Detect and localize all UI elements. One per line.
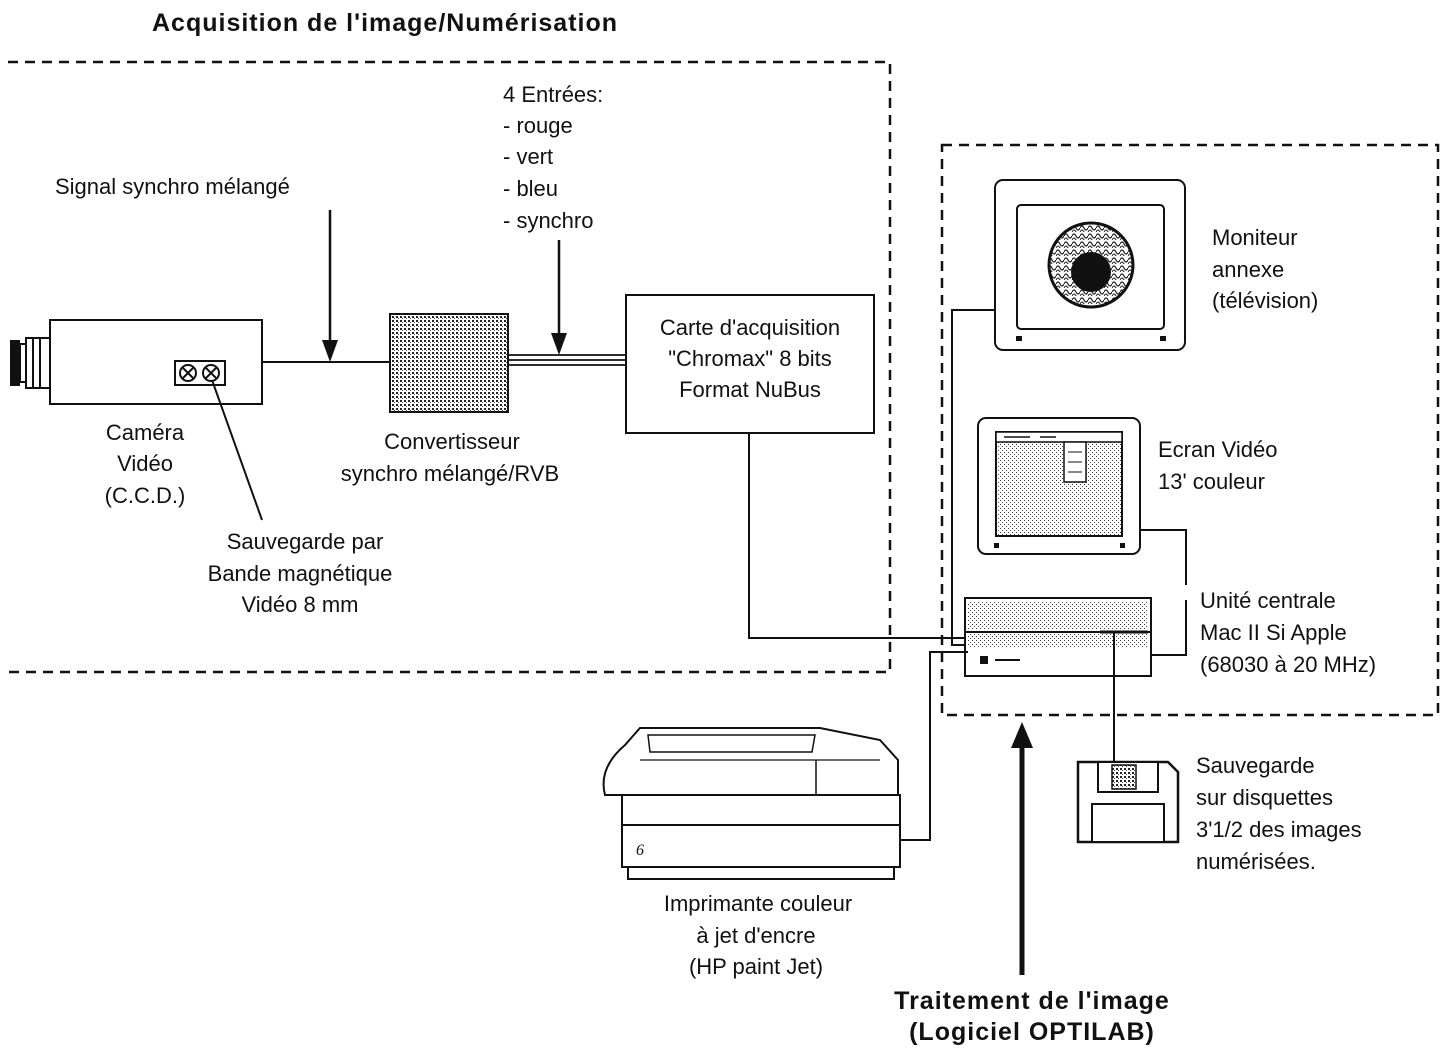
svg-text:Traitement de l'image: Traitement de l'image [894, 987, 1170, 1015]
tape-backup-label: Sauvegarde par Bande magnétique Vidéo 8 … [208, 529, 393, 617]
central-unit [964, 597, 1152, 677]
monitor-cpu-wire [951, 309, 995, 646]
svg-text:sur disquettes: sur disquettes [1196, 785, 1333, 810]
svg-text:- bleu: - bleu [503, 176, 558, 201]
svg-text:Moniteur: Moniteur [1212, 225, 1298, 250]
processing-title: Traitement de l'image (Logiciel OPTILAB) [894, 987, 1170, 1046]
color-printer: 6 [602, 727, 901, 880]
svg-text:4 Entrées:: 4 Entrées: [503, 82, 603, 107]
printer-cpu-wire [900, 651, 968, 841]
svg-text:à jet d'encre: à jet d'encre [696, 923, 815, 948]
svg-text:(C.C.D.): (C.C.D.) [105, 483, 186, 508]
screen-side-wire [1140, 529, 1187, 585]
svg-text:- rouge: - rouge [503, 113, 573, 138]
svg-text:numérisées.: numérisées. [1196, 849, 1316, 874]
svg-text:synchro mélangé/RVB: synchro mélangé/RVB [341, 461, 560, 486]
floppy-disk [1076, 760, 1180, 844]
converter-label: Convertisseur synchro mélangé/RVB [341, 429, 560, 486]
svg-text:Unité centrale: Unité centrale [1200, 588, 1336, 613]
video-camera [10, 319, 263, 405]
acquisition-title: Acquisition de l'image/Numérisation [152, 9, 618, 37]
floppy-label: Sauvegarde sur disquettes 3'1/2 des imag… [1196, 753, 1362, 874]
signal-label: Signal synchro mélangé [55, 174, 290, 199]
video-screen-label: Ecran Vidéo 13' couleur [1158, 437, 1277, 494]
svg-text:Imprimante couleur: Imprimante couleur [664, 891, 852, 916]
svg-text:"Chromax" 8 bits: "Chromax" 8 bits [668, 346, 832, 371]
processing-frame [940, 143, 1440, 717]
svg-text:Sauvegarde par: Sauvegarde par [227, 529, 384, 554]
tape-pointer-line [211, 379, 263, 521]
signal-arrow [322, 210, 338, 362]
auxiliary-monitor [994, 179, 1186, 351]
svg-text:Ecran Vidéo: Ecran Vidéo [1158, 437, 1277, 462]
svg-text:Format NuBus: Format NuBus [679, 377, 821, 402]
central-unit-label: Unité centrale Mac II Si Apple (68030 à … [1200, 588, 1376, 677]
svg-text:Carte d'acquisition: Carte d'acquisition [660, 315, 840, 340]
svg-text:6: 6 [636, 842, 644, 859]
acquisition-card-label: Carte d'acquisition "Chromax" 8 bits For… [660, 315, 840, 402]
svg-text:Mac II Si Apple: Mac II Si Apple [1200, 620, 1347, 645]
card-cpu-wire [748, 433, 968, 639]
monitor-label: Moniteur annexe (télévision) [1212, 225, 1318, 313]
video-screen [977, 417, 1141, 555]
acquisition-card-box [625, 294, 875, 434]
svg-text:- vert: - vert [503, 144, 553, 169]
rgb-cable-bundle [508, 354, 626, 366]
svg-text:Vidéo 8 mm: Vidéo 8 mm [242, 592, 359, 617]
svg-text:Convertisseur: Convertisseur [384, 429, 520, 454]
svg-text:- synchro: - synchro [503, 208, 593, 233]
svg-text:(68030 à 20 MHz): (68030 à 20 MHz) [1200, 652, 1376, 677]
svg-text:annexe: annexe [1212, 257, 1284, 282]
svg-text:(télévision): (télévision) [1212, 288, 1318, 313]
inputs-arrow [551, 240, 567, 355]
svg-text:(Logiciel OPTILAB): (Logiciel OPTILAB) [909, 1018, 1155, 1046]
processing-arrow [1011, 722, 1033, 975]
svg-text:Caméra: Caméra [106, 420, 185, 445]
svg-text:Sauvegarde: Sauvegarde [1196, 753, 1315, 778]
svg-text:3'1/2 des images: 3'1/2 des images [1196, 817, 1362, 842]
svg-text:Bande magnétique: Bande magnétique [208, 561, 393, 586]
cpu-screen-wire [1151, 600, 1187, 656]
inputs-label: 4 Entrées: - rouge - vert - bleu - synch… [503, 82, 603, 233]
converter-box [389, 313, 509, 413]
camera-label: Caméra Vidéo (C.C.D.) [105, 420, 186, 508]
printer-label: Imprimante couleur à jet d'encre (HP pai… [664, 891, 852, 979]
svg-text:13' couleur: 13' couleur [1158, 469, 1265, 494]
svg-text:(HP paint Jet): (HP paint Jet) [689, 954, 823, 979]
svg-text:Vidéo: Vidéo [117, 451, 173, 476]
